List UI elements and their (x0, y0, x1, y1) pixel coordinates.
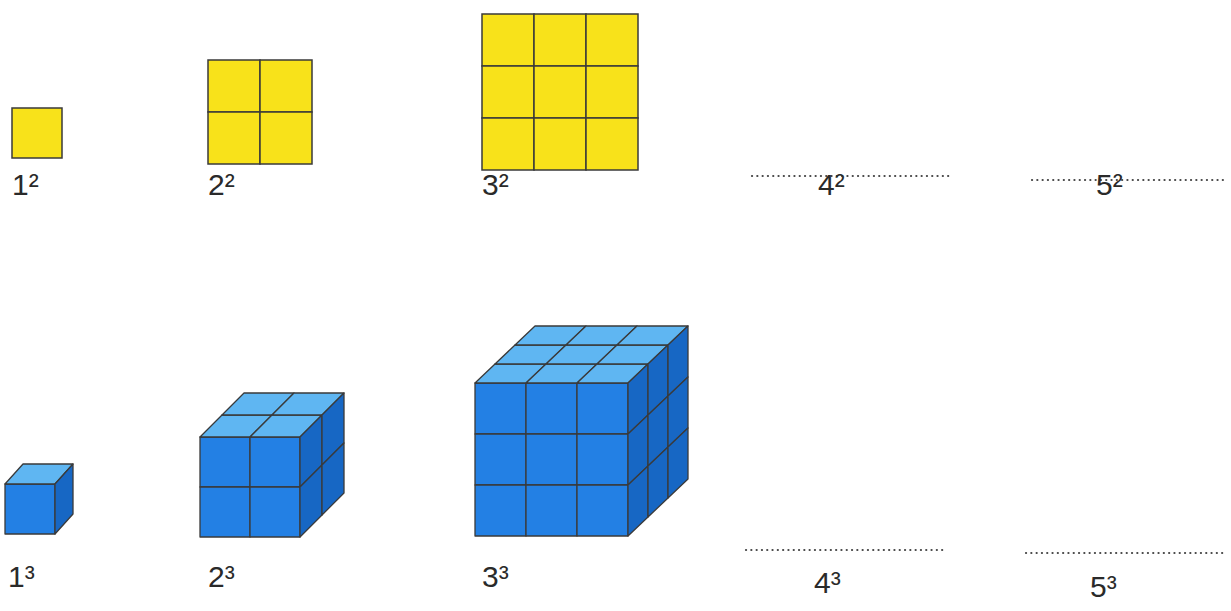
power-label: 3³ (482, 562, 509, 592)
unit-square (208, 112, 260, 164)
cube-face (648, 447, 668, 517)
cube-face (5, 484, 55, 534)
unit-square (586, 14, 638, 66)
cube-face (577, 485, 628, 536)
unit-square (12, 108, 62, 158)
power-label: 1² (12, 170, 39, 200)
answer-line (746, 549, 944, 551)
cube-face (577, 383, 628, 434)
unit-square (260, 112, 312, 164)
unit-square (482, 14, 534, 66)
power-label: 2² (208, 170, 235, 200)
unit-square (482, 118, 534, 170)
unit-square (534, 66, 586, 118)
cube-face (300, 465, 322, 537)
unit-square (534, 14, 586, 66)
power-label: 2³ (208, 562, 235, 592)
power-label: 5² (1096, 170, 1123, 200)
power-label: 4³ (814, 568, 841, 598)
cube-face (475, 434, 526, 485)
cube-face (55, 464, 73, 534)
square-grid (482, 14, 638, 170)
answer-line (1026, 552, 1226, 554)
power-label: 5³ (1090, 572, 1117, 602)
unit-square (586, 66, 638, 118)
cube-face (628, 466, 648, 536)
cube-face (250, 437, 300, 487)
unit-square (482, 66, 534, 118)
power-label: 1³ (8, 562, 35, 592)
unit-square (260, 60, 312, 112)
cube-stack (475, 326, 688, 536)
cube-face (200, 437, 250, 487)
cube-face (526, 434, 577, 485)
unit-square (534, 118, 586, 170)
cube-face (322, 443, 344, 515)
unit-square (586, 118, 638, 170)
cube-face (526, 485, 577, 536)
cube-stack (200, 393, 344, 537)
cube-face (200, 487, 250, 537)
unit-square (208, 60, 260, 112)
cube-face (577, 434, 628, 485)
power-label: 3² (482, 170, 509, 200)
answer-line (752, 175, 950, 177)
cube-face (526, 383, 577, 434)
square-grid (12, 108, 62, 158)
square-grid (208, 60, 312, 164)
cube-face (668, 428, 688, 498)
answer-line (1032, 179, 1226, 181)
cube-face (475, 485, 526, 536)
power-label: 4² (818, 170, 845, 200)
cube-stack (5, 464, 73, 534)
cube-face (475, 383, 526, 434)
cube-face (250, 487, 300, 537)
